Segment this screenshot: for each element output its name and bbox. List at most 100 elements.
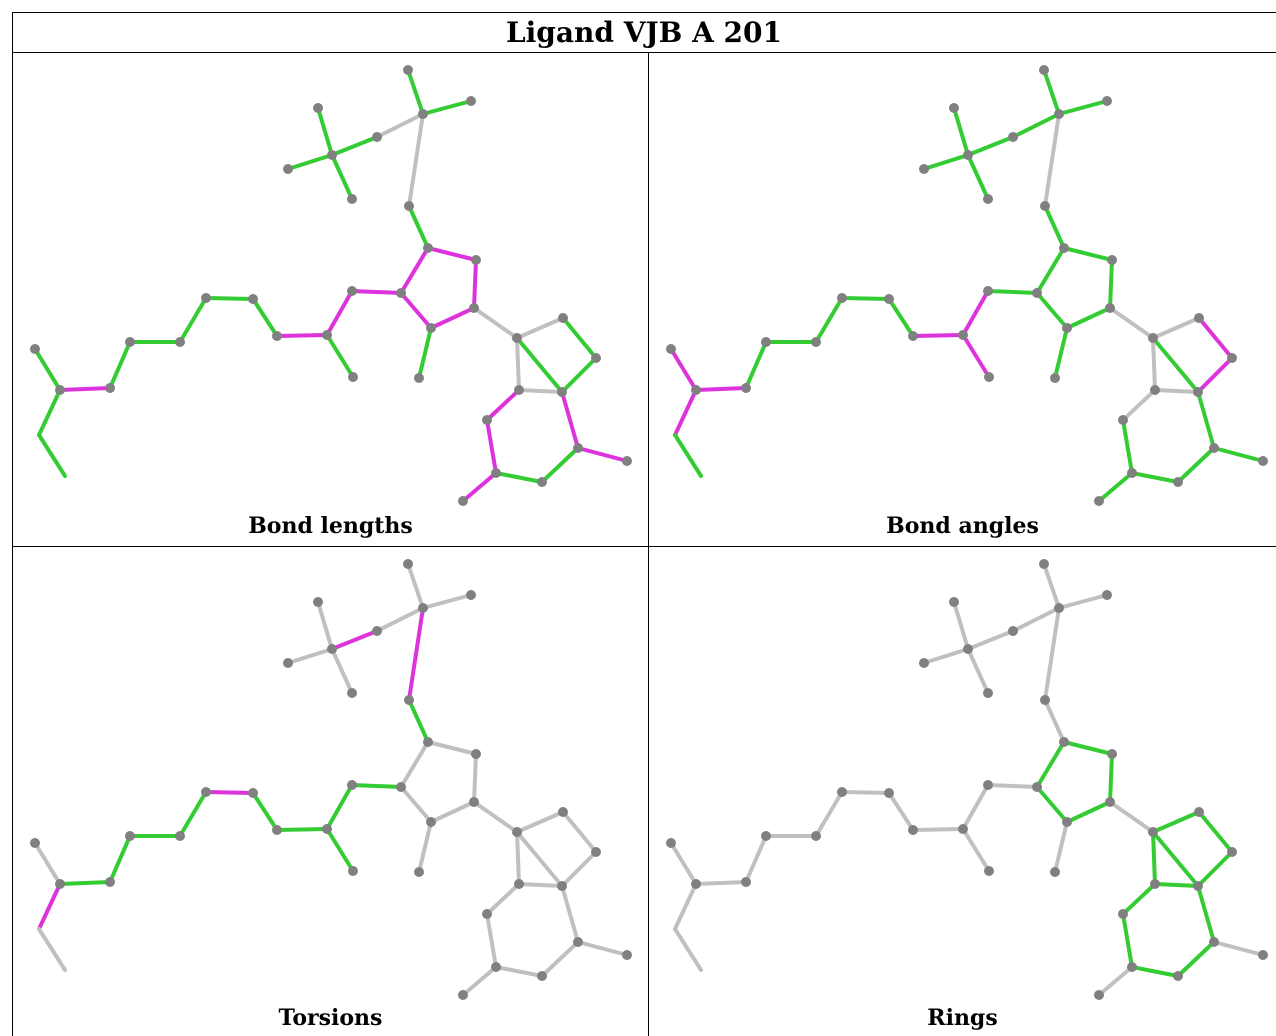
atom-13 (347, 286, 357, 296)
bond-2-3 (673, 882, 698, 931)
atom-32 (418, 109, 428, 119)
bond-32-35 (1011, 606, 1061, 633)
bond-35-36 (330, 135, 379, 157)
bond-15-31 (1043, 698, 1066, 744)
atom-2 (55, 385, 65, 395)
caption-rings: Rings (927, 1005, 998, 1031)
atom-38 (919, 164, 929, 174)
caption-bond-angles: Bond angles (886, 513, 1039, 539)
bond-22-23 (560, 850, 598, 888)
bond-14-15 (1035, 740, 1066, 789)
atom-7 (175, 831, 185, 841)
bond-2-5 (694, 386, 748, 392)
atom-24 (1150, 385, 1160, 395)
atom-34 (466, 590, 476, 600)
bond-10-11 (911, 827, 965, 832)
bond-14-15 (399, 740, 430, 789)
bond-20-21 (1151, 810, 1201, 834)
molecule-rings (666, 559, 1268, 1000)
bond-32-35 (375, 606, 425, 633)
atom-21 (1194, 313, 1204, 323)
bond-21-22 (561, 810, 598, 854)
bond-36-37 (952, 106, 970, 157)
bond-15-16 (426, 246, 478, 262)
atom-31 (404, 201, 414, 211)
bond-11-12 (961, 333, 991, 379)
bond-36-39 (966, 647, 990, 695)
bond-16-17 (1108, 258, 1114, 310)
border-center (648, 52, 649, 1036)
atom-12 (984, 372, 994, 382)
bond-23-20 (515, 336, 564, 394)
atom-14 (1032, 782, 1042, 792)
atom-28 (573, 443, 583, 453)
bond-17-18 (1065, 800, 1112, 824)
bond-25-26 (1121, 912, 1134, 969)
bond-32-33 (1042, 68, 1061, 116)
atom-24 (514, 879, 524, 889)
atom-2 (691, 879, 701, 889)
bond-15-31 (407, 698, 430, 744)
bond-14-15 (1035, 246, 1066, 295)
bond-32-34 (1057, 99, 1109, 116)
atom-26 (491, 962, 501, 972)
atom-7 (811, 831, 821, 841)
atom-34 (1102, 590, 1112, 600)
border-top (12, 12, 1276, 13)
bond-36-37 (316, 106, 334, 157)
bond-15-16 (1062, 740, 1114, 756)
bond-17-18 (429, 800, 476, 824)
bond-24-25 (485, 882, 521, 916)
atom-17 (1105, 303, 1115, 313)
atom-29 (1258, 456, 1268, 466)
atom-23 (557, 881, 567, 891)
atom-27 (1173, 477, 1183, 487)
bond-32-33 (406, 562, 425, 610)
bond-5-6 (108, 834, 132, 884)
bond-24-25 (485, 388, 521, 422)
atom-32 (1054, 603, 1064, 613)
atom-11 (958, 330, 968, 340)
atom-28 (573, 937, 583, 947)
atom-19 (1050, 867, 1060, 877)
bond-23-20 (1151, 830, 1200, 888)
atom-8 (201, 293, 211, 303)
bond-16-17 (472, 258, 478, 310)
bond-11-13 (325, 289, 354, 337)
bond-5-6 (744, 834, 768, 884)
bond-18-19 (417, 326, 433, 380)
atom-26 (1127, 468, 1137, 478)
atom-20 (512, 827, 522, 837)
atom-9 (884, 788, 894, 798)
bond-27-28 (1176, 446, 1216, 484)
bond-7-8 (178, 296, 208, 344)
atom-2 (55, 879, 65, 889)
bond-26-30 (1097, 965, 1134, 997)
atom-35 (372, 132, 382, 142)
atom-39 (347, 194, 357, 204)
atom-8 (201, 787, 211, 797)
bond-10-11 (911, 333, 965, 338)
bond-17-18 (1065, 306, 1112, 330)
bond-26-30 (1097, 471, 1134, 503)
bond-28-29 (1212, 940, 1265, 957)
atom-5 (741, 383, 751, 393)
bond-26-27 (1130, 965, 1180, 978)
bond-28-23 (1196, 390, 1216, 450)
bond-36-37 (952, 600, 970, 651)
atom-12 (984, 866, 994, 876)
atom-25 (482, 909, 492, 919)
bond-8-9 (204, 296, 255, 301)
bond-25-26 (485, 912, 498, 969)
atom-27 (1173, 971, 1183, 981)
bond-9-10 (887, 297, 915, 338)
bond-26-30 (461, 471, 498, 503)
atom-31 (404, 695, 414, 705)
atom-23 (1193, 881, 1203, 891)
bond-18-14 (1035, 785, 1069, 824)
bond-13-14 (350, 289, 403, 295)
bond-11-12 (325, 333, 355, 379)
ligand-title: Ligand VJB A 201 (505, 15, 783, 49)
atom-30 (1094, 990, 1104, 1000)
bond-36-38 (922, 647, 970, 665)
